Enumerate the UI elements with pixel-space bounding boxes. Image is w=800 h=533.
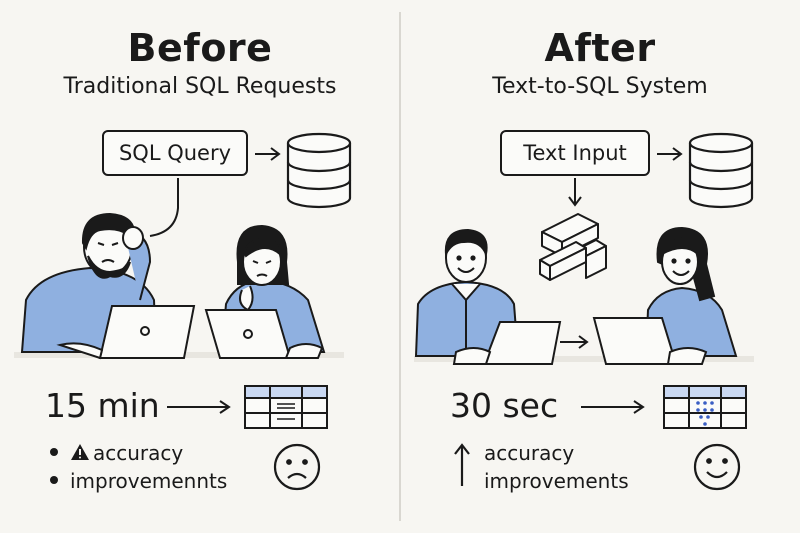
before-time-metric: 15 min <box>45 386 160 425</box>
arrow-to-processor <box>568 178 582 207</box>
laptop-man <box>56 305 196 360</box>
after-illustration <box>414 132 754 491</box>
happy-man <box>414 228 520 357</box>
before-bullet-1: accuracy <box>93 441 184 465</box>
laptop-woman <box>204 309 324 359</box>
database-icon <box>286 132 352 209</box>
database-icon <box>688 132 754 209</box>
after-title: After <box>544 26 656 70</box>
result-dots <box>696 401 714 426</box>
laptop-woman <box>592 317 708 365</box>
metric-arrow <box>167 400 231 414</box>
after-line-2: improvements <box>484 469 629 493</box>
after-time-metric: 30 sec <box>450 386 559 425</box>
panel-divider <box>399 12 401 521</box>
after-line-1: accuracy <box>484 441 575 465</box>
happy-face-icon <box>693 443 741 491</box>
arrow-to-database <box>657 147 683 161</box>
text-input-label: Text Input <box>523 141 627 165</box>
before-title: Before <box>127 26 273 70</box>
table-icon <box>663 385 747 429</box>
table-icon <box>244 385 328 429</box>
sql-query-box: SQL Query <box>102 130 248 176</box>
before-illustration <box>14 132 352 491</box>
processor-icon <box>539 213 607 281</box>
desk <box>414 356 754 362</box>
before-subtitle: Traditional SQL Requests <box>63 74 337 99</box>
text-input-box: Text Input <box>500 130 650 176</box>
laptop-arrow <box>560 335 589 349</box>
warning-icon <box>71 444 89 460</box>
after-subtitle: Text-to-SQL System <box>492 74 708 99</box>
bullet-dot <box>50 476 58 484</box>
metric-arrow <box>581 400 645 414</box>
after-panel: After Text-to-SQL System Text Input <box>400 0 800 533</box>
speech-connector <box>149 178 179 237</box>
up-arrow-icon <box>454 443 470 486</box>
laptop-man <box>452 321 562 365</box>
sql-query-label: SQL Query <box>118 141 232 165</box>
before-bullet-2: improvemennts <box>70 469 228 493</box>
bullet-dot <box>50 448 58 456</box>
sad-face-icon <box>273 443 321 491</box>
before-panel: Before Traditional SQL Requests SQL Quer… <box>14 26 352 493</box>
arrow-to-database <box>255 147 281 161</box>
